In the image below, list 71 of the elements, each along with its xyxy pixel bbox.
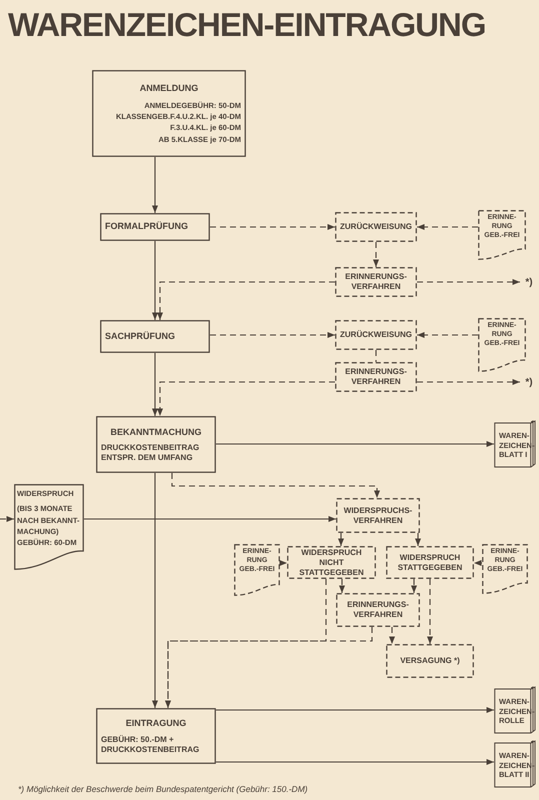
arrow — [474, 560, 482, 566]
footnote-mark: *) — [525, 376, 533, 390]
arrow — [152, 353, 158, 416]
register-book — [494, 420, 536, 468]
arrow — [171, 473, 380, 498]
arrow — [338, 533, 344, 546]
process-box — [335, 212, 417, 242]
arrow — [417, 332, 478, 338]
box-heading: EINTRAGUNG — [124, 717, 188, 730]
arrow — [156, 381, 335, 416]
arrow — [152, 241, 158, 320]
document-shape — [478, 210, 526, 260]
box-heading: FORMALPRÜFUNG — [105, 220, 189, 234]
title: WARENZEICHEN-EINTRAGUNG — [8, 8, 486, 41]
arrow — [84, 516, 336, 522]
footnote-mark: *) — [525, 276, 533, 290]
process-box — [336, 498, 420, 533]
arrow — [216, 758, 494, 766]
register-book — [494, 740, 536, 788]
arrow — [426, 579, 434, 644]
box-heading: WIDERSPRUCH NICHT STATTGEGEBEN — [298, 548, 365, 578]
arrow — [164, 627, 373, 708]
process-box — [335, 362, 417, 392]
arrow — [414, 533, 422, 546]
box-heading: VERSAGUNG *) — [399, 656, 461, 666]
process-box — [96, 708, 216, 764]
box-heading: SACHPRÜFUNG — [105, 330, 176, 343]
arrow — [372, 242, 380, 267]
process-box — [336, 593, 420, 627]
arrow — [216, 706, 494, 714]
connector-line — [375, 350, 377, 362]
arrow — [417, 224, 478, 230]
process-box — [386, 546, 474, 579]
process-box — [335, 320, 417, 350]
box-heading: ZURÜCKWEISUNG — [340, 330, 412, 340]
box-heading: ANMELDUNG — [138, 82, 200, 96]
register-book — [494, 686, 536, 734]
box-text: DRUCKKOSTENBEITRAG ENTSPR. DEM UMFANG — [101, 443, 200, 464]
box-text: GEBÜHR: 50.-DM + DRUCKKOSTENBEITRAG — [101, 734, 200, 755]
process-box — [100, 320, 210, 353]
footnote: *) Möglichkeit der Beschwerde beim Bundespatentgericht (Gebühr: 150.-DM) — [18, 783, 308, 796]
box-heading: WIDERSPRUCH STATTGEGEBEN — [396, 552, 464, 572]
document-shape — [234, 544, 280, 596]
box-heading: ERINNERUNGS- VERFAHREN — [346, 600, 410, 620]
process-box — [335, 267, 417, 297]
arrow — [417, 378, 520, 386]
arrow — [210, 332, 335, 338]
document-shape — [14, 484, 84, 570]
arrow — [156, 281, 335, 320]
box-heading: WIDERSPRUCHS- VERFAHREN — [342, 506, 414, 526]
document-shape — [478, 318, 526, 372]
box-heading: ERINNERUNGS- VERFAHREN — [344, 272, 408, 292]
arrow — [338, 579, 346, 593]
arrow — [417, 278, 520, 286]
process-box — [386, 644, 474, 678]
box-heading: BEKANNTMACHUNG — [110, 426, 202, 439]
box-heading: ZURÜCKWEISUNG — [340, 222, 412, 232]
arrow — [410, 579, 418, 593]
arrow — [152, 157, 158, 213]
arrow — [210, 224, 335, 230]
box-heading: ERINNERUNGS- VERFAHREN — [344, 367, 408, 387]
process-box — [100, 213, 210, 241]
arrow — [279, 560, 287, 566]
process-box — [92, 70, 246, 157]
arrow — [216, 440, 494, 448]
process-box — [96, 416, 216, 473]
process-box — [287, 546, 376, 579]
document-shape — [482, 544, 528, 594]
arrow — [152, 473, 158, 708]
arrow — [388, 627, 396, 644]
arrow — [0, 516, 14, 522]
